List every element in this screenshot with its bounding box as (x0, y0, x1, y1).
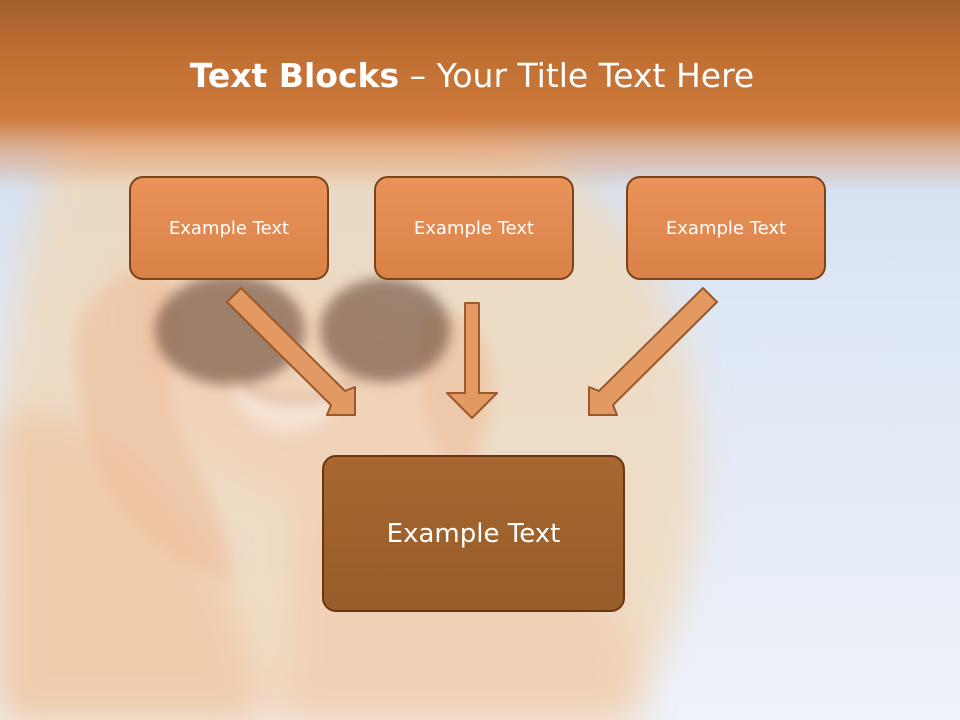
title-dash: – (399, 56, 437, 95)
text-block-top-center[interactable]: Example Text (374, 176, 574, 280)
text-block-top-left-label: Example Text (168, 217, 290, 239)
smile-shape (223, 372, 358, 433)
text-block-top-right[interactable]: Example Text (626, 176, 826, 280)
arrow-right (588, 287, 718, 416)
title-rest: Your Title Text Here (436, 56, 755, 95)
text-block-main-label: Example Text (386, 518, 561, 549)
arrow-left (226, 287, 356, 416)
text-block-top-right-label: Example Text (665, 217, 787, 239)
arrow-center (446, 302, 498, 419)
text-block-main[interactable]: Example Text (322, 455, 625, 612)
text-block-top-center-label: Example Text (413, 217, 535, 239)
text-block-top-left[interactable]: Example Text (129, 176, 329, 280)
header-band (0, 0, 960, 190)
title-bold: Text Blocks (189, 56, 400, 95)
slide-title: Text Blocks – Your Title Text Here (0, 52, 944, 100)
sunglasses-shape (155, 275, 450, 385)
